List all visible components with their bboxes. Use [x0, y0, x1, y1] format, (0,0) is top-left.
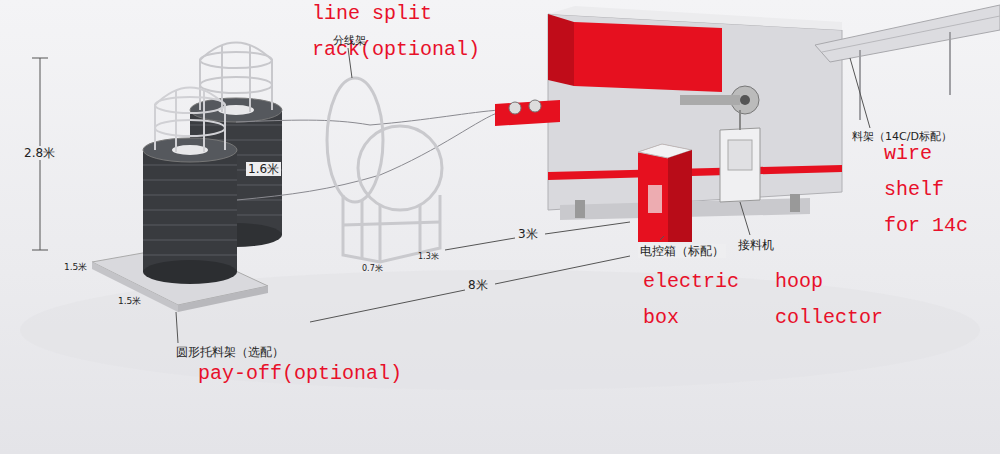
dimension: 1.6米: [246, 162, 281, 176]
dimension: 3米: [518, 227, 538, 241]
part-name: 分线架: [333, 34, 366, 47]
dimension: 8米: [468, 278, 488, 292]
callout-label: pay-off(optional): [198, 356, 438, 392]
part-name: 料架（14C/D标配）: [852, 130, 952, 143]
dimension: 1.3米: [418, 252, 439, 262]
callout-label: electric box: [643, 264, 763, 336]
dimension: 2.8米: [22, 146, 57, 160]
dimension: 1.5米: [118, 296, 141, 307]
part-name: 接料机: [738, 238, 774, 252]
dimension: 0.7米: [362, 264, 383, 274]
callout-label: wire shelf for 14c: [884, 136, 990, 244]
part-name: 圆形托料架（选配）: [176, 345, 284, 359]
callout-label: hoop collector: [775, 264, 915, 336]
dimension: 1.5米: [64, 262, 87, 273]
part-name: 电控箱（标配）: [638, 244, 726, 258]
